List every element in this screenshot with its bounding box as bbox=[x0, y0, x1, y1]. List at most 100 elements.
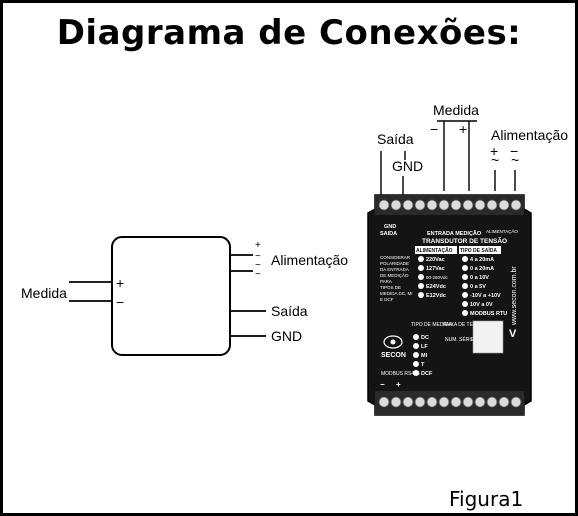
col-saida-header: TIPO DE SAÍDA bbox=[460, 246, 497, 254]
brand-name: SECON bbox=[381, 352, 406, 359]
note-line: DE MEDIÇÃO bbox=[380, 272, 409, 278]
num-serie-label: NUM. SÉRIE: bbox=[445, 336, 476, 343]
option-dot bbox=[413, 334, 419, 340]
option-dot bbox=[418, 256, 424, 262]
screw bbox=[402, 396, 414, 408]
saida-options: 4 a 20mA 0 a 20mA 0 a 10V 0 a 5V -10V a … bbox=[462, 256, 507, 317]
device-alim-minus: − bbox=[510, 143, 518, 159]
note-line: TIPOS DE bbox=[380, 285, 401, 290]
faixa-value-box bbox=[472, 320, 504, 354]
screw bbox=[450, 199, 462, 211]
power-label: Alimentação bbox=[271, 252, 348, 268]
option-dot bbox=[418, 274, 424, 280]
screw bbox=[414, 396, 426, 408]
note-line: PARA bbox=[380, 279, 392, 284]
top-screws bbox=[378, 199, 522, 211]
input-minus-sign: − bbox=[116, 294, 124, 310]
device-medida-label: Medida bbox=[433, 102, 479, 118]
saida-option: MODBUS RTU bbox=[470, 311, 507, 317]
screw bbox=[414, 199, 426, 211]
screw bbox=[378, 199, 390, 211]
option-dot bbox=[462, 301, 468, 307]
terminal-saida-label: SAIDA bbox=[380, 231, 397, 237]
terminal-gnd-label: GND bbox=[384, 224, 396, 230]
option-dot bbox=[462, 292, 468, 298]
screw bbox=[498, 396, 510, 408]
saida-option: 4 a 20mA bbox=[470, 257, 494, 263]
screw bbox=[438, 199, 450, 211]
tipo-medida-label: TIPO DE MEDIDA: bbox=[411, 322, 453, 328]
screw bbox=[450, 396, 462, 408]
col-saida-box bbox=[459, 246, 501, 254]
screw bbox=[378, 396, 390, 408]
note-line: DA ENTRADA bbox=[380, 267, 409, 272]
tipo-medida-options: DC LF MI T DCF bbox=[413, 334, 433, 377]
screw bbox=[474, 199, 486, 211]
transducer-block bbox=[111, 236, 231, 356]
secon-logo: SECON bbox=[381, 335, 406, 359]
note-line: POLARIDADE bbox=[380, 261, 409, 266]
screw bbox=[426, 396, 438, 408]
saida-option: -10V a +10V bbox=[470, 293, 501, 299]
screw bbox=[426, 199, 438, 211]
option-dot bbox=[413, 343, 419, 349]
option-dot bbox=[462, 310, 468, 316]
device-alim-ac-1: ~ bbox=[491, 152, 499, 168]
faixa-unit: V bbox=[509, 328, 517, 340]
option-dot bbox=[418, 292, 424, 298]
device-gnd-label: GND bbox=[392, 158, 423, 174]
alim-option: 127Vac bbox=[426, 266, 445, 272]
saida-option: 10V a 0V bbox=[470, 302, 493, 308]
option-dot bbox=[413, 352, 419, 358]
tipo-medida-option: DC bbox=[421, 335, 429, 341]
power-ac-symbol-2: ~ bbox=[255, 269, 261, 280]
screw bbox=[510, 396, 522, 408]
figure-caption: Figura1 bbox=[449, 487, 524, 511]
input-label: Medida bbox=[21, 285, 67, 301]
screw bbox=[438, 396, 450, 408]
option-dot bbox=[462, 283, 468, 289]
alim-option: E12Vdc bbox=[426, 293, 446, 299]
col-alim-box bbox=[415, 246, 457, 254]
input-plus-sign: + bbox=[116, 275, 124, 291]
device-alim-plus: + bbox=[490, 143, 498, 159]
col-alim-header: ALIMENTAÇÃO bbox=[416, 247, 453, 254]
alim-option: 90-260Vdc bbox=[426, 275, 449, 280]
device-alim-label: Alimentação bbox=[491, 127, 568, 143]
side-url: www.secon.com.br bbox=[511, 266, 518, 326]
saida-option: 0 a 10V bbox=[470, 275, 489, 281]
note-line: CONSIDERAR bbox=[380, 255, 411, 260]
alim-options: 220Vac 127Vac 90-260Vdc E24Vdc E12Vdc bbox=[418, 256, 449, 299]
device-alim-ac-2: ~ bbox=[511, 152, 519, 168]
page-title: Diagrama de Conexões: bbox=[56, 13, 522, 53]
option-dot bbox=[413, 370, 419, 376]
screw bbox=[462, 396, 474, 408]
panel-title: TRANSDUTOR DE TENSÃO bbox=[422, 236, 507, 245]
screw bbox=[402, 199, 414, 211]
schematic: Medida + − + ~ − ~ Alimentação Saída GND bbox=[21, 236, 348, 356]
tipo-medida-option: LF bbox=[421, 344, 428, 350]
connection-diagram: Medida + − + ~ − ~ Alimentação Saída GND… bbox=[21, 102, 568, 416]
modbus-plus: + bbox=[396, 380, 401, 389]
device-saida-label: Saída bbox=[377, 131, 414, 147]
note-line: MEDIDA DC, MI bbox=[380, 291, 413, 296]
screw bbox=[390, 396, 402, 408]
option-dot bbox=[462, 274, 468, 280]
screw bbox=[390, 199, 402, 211]
screw bbox=[462, 199, 474, 211]
eye-pupil-icon bbox=[390, 339, 396, 345]
tipo-medida-option: MI bbox=[421, 353, 428, 359]
option-dot bbox=[418, 283, 424, 289]
power-plus-sign: + bbox=[255, 240, 261, 251]
device-medida-plus: + bbox=[459, 121, 467, 137]
terminal-alim-label: ALIMENTAÇÃO bbox=[486, 228, 518, 234]
terminal-entrada-label: ENTRADA MEDIÇÃO bbox=[427, 230, 482, 237]
tipo-medida-option: T bbox=[421, 362, 425, 368]
modbus-minus: − bbox=[380, 380, 385, 389]
option-dot bbox=[462, 256, 468, 262]
screw bbox=[498, 199, 510, 211]
screw bbox=[474, 396, 486, 408]
faixa-label: FAIXA DE TENSÃO: bbox=[443, 321, 488, 328]
tipo-medida-option: DCF bbox=[421, 371, 433, 377]
device-medida-minus: − bbox=[430, 121, 438, 137]
